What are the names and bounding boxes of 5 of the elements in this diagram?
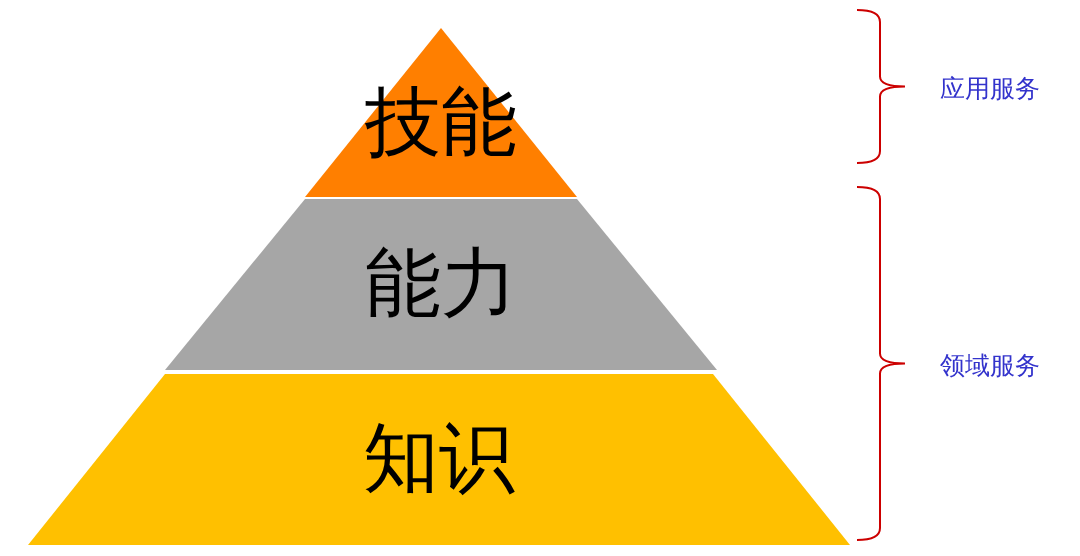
bracket-label: 领域服务 <box>940 349 1040 382</box>
bracket-label: 应用服务 <box>940 72 1040 105</box>
tier-label: 知识 <box>363 420 515 496</box>
tier-label: 技能 <box>365 84 517 160</box>
tier-label: 能力 <box>365 245 517 321</box>
